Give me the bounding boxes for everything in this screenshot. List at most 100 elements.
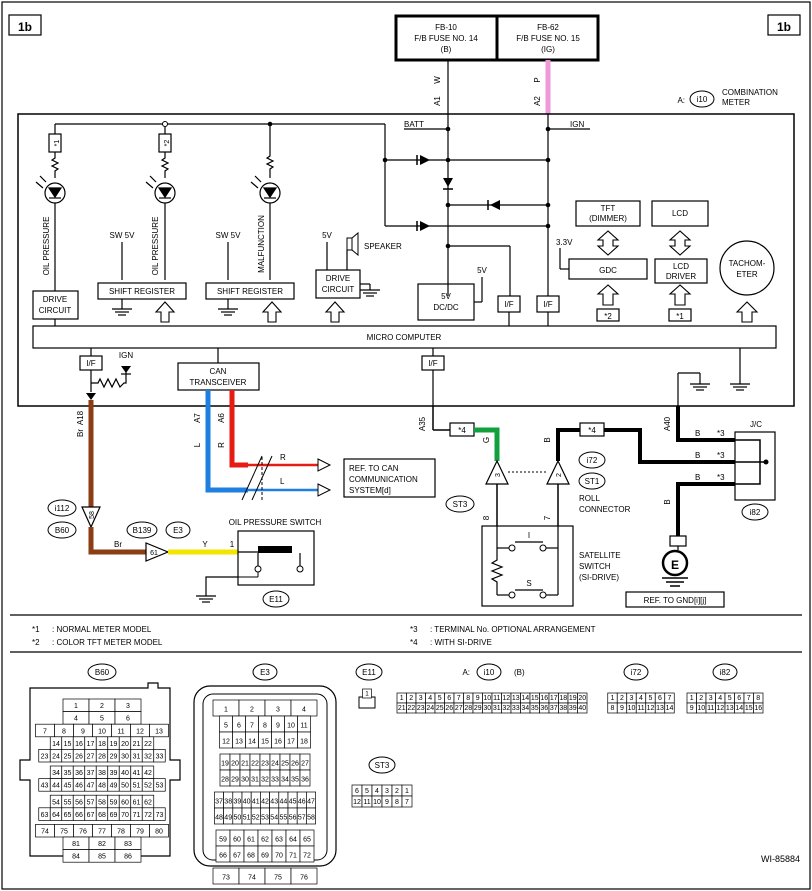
connector-e3-pin: 53 bbox=[261, 815, 269, 822]
connector-b60-pin: 62 bbox=[144, 799, 152, 806]
connector-b60-pin: 77 bbox=[98, 828, 106, 835]
connector-e3-pin: 16 bbox=[274, 739, 282, 746]
connector-i82-pin: 14 bbox=[735, 705, 743, 712]
page-tag-right-text: 1b bbox=[777, 20, 791, 34]
fuse-1-type: (B) bbox=[441, 45, 452, 54]
wire-p-label: P bbox=[533, 77, 542, 82]
connector-e11-cell bbox=[362, 688, 372, 699]
wire-l-label: L bbox=[280, 477, 285, 486]
connector-b60-pin: 41 bbox=[133, 770, 141, 777]
legend-1-mark: *1 bbox=[32, 625, 40, 634]
lcd-driver-up-arrow bbox=[668, 284, 692, 306]
connector-i10-pin: 33 bbox=[512, 705, 520, 712]
dcdc-l1: 5V bbox=[441, 292, 451, 301]
legend-4-mark: *4 bbox=[410, 638, 418, 647]
connector-b60-cell bbox=[149, 824, 169, 838]
connector-b60-pin: 67 bbox=[87, 812, 95, 819]
pin-a40: A40 bbox=[663, 416, 672, 431]
connector-i82-pin: 4 bbox=[718, 695, 722, 702]
connector-i10-pin: 35 bbox=[531, 705, 539, 712]
pin-8: 8 bbox=[482, 515, 491, 520]
connector-e3-pin: 75 bbox=[274, 875, 282, 882]
connector-e3-pin: 2 bbox=[250, 707, 254, 714]
connector-e3-pin: 32 bbox=[261, 777, 269, 784]
pin-1: 1 bbox=[230, 540, 235, 549]
gdc-star: *2 bbox=[604, 312, 612, 321]
lcd-driver-box bbox=[654, 258, 708, 284]
connector-b60-pin: 31 bbox=[133, 753, 141, 760]
connector-b60-pin: 34 bbox=[52, 770, 60, 777]
connector-b60-pin: 66 bbox=[75, 812, 83, 819]
can-l2: TRANSCEIVER bbox=[190, 378, 247, 387]
fuse-2-name: F/B FUSE NO. 15 bbox=[516, 34, 580, 43]
connector-b60-pin: 12 bbox=[136, 728, 144, 735]
connector-b60-pin: 36 bbox=[75, 770, 83, 777]
connector-b60-cell bbox=[153, 778, 166, 792]
connector-b60-pin: 17 bbox=[87, 741, 95, 748]
connector-i72-pin: 10 bbox=[628, 705, 636, 712]
pin-a6: A6 bbox=[217, 413, 226, 423]
connector-e3-pin: 17 bbox=[287, 739, 295, 746]
connector-e3-pin: 19 bbox=[221, 761, 229, 768]
connector-st3-pin: 11 bbox=[363, 799, 370, 806]
pin-2: 2 bbox=[556, 473, 563, 477]
connector-i10-pin: 4 bbox=[428, 695, 432, 702]
connector-i10-pin: 12 bbox=[502, 695, 510, 702]
lamp-2-label: OIL PRESSURE bbox=[151, 217, 160, 276]
connector-b60-cell bbox=[153, 807, 166, 821]
wire-r-label: R bbox=[280, 453, 286, 462]
connector-i10-pin: 23 bbox=[417, 705, 425, 712]
if-box-si-label: I/F bbox=[428, 359, 437, 368]
tft-l2: (DIMMER) bbox=[589, 214, 627, 223]
satellite-l1: SATELLITE bbox=[579, 551, 621, 560]
connector-e3-pin: 59 bbox=[219, 837, 227, 844]
connector-e3-pin: 70 bbox=[275, 853, 283, 860]
legend-4-text: : WITH SI-DRIVE bbox=[430, 638, 492, 647]
connector-st3-pin: 2 bbox=[395, 788, 399, 795]
pin-61: 61 bbox=[150, 550, 158, 557]
connector-b60-pin: 51 bbox=[133, 783, 141, 790]
connector-b60-pin: 52 bbox=[144, 783, 152, 790]
connector-b60-pin: 68 bbox=[98, 812, 106, 819]
connector-i10-pin: 6 bbox=[447, 695, 451, 702]
connector-i72-pin: 3 bbox=[630, 695, 634, 702]
speaker-icon bbox=[346, 237, 353, 251]
connector-b60-pin: 30 bbox=[121, 753, 129, 760]
label-e11: E11 bbox=[269, 595, 283, 604]
connector-e3-pin: 36 bbox=[301, 777, 309, 784]
pin-58: 58 bbox=[89, 511, 96, 519]
connector-b60-pin: 20 bbox=[121, 741, 129, 748]
connector-b60-pin: 71 bbox=[133, 812, 141, 819]
shift-register-1-ground bbox=[112, 299, 132, 316]
legend-2-mark: *2 bbox=[32, 638, 40, 647]
connector-i82-pin: 7 bbox=[747, 695, 751, 702]
connector-e3-pin: 7 bbox=[250, 723, 254, 730]
connector-i10-cell bbox=[577, 702, 588, 714]
connector-e3-pin: 37 bbox=[215, 799, 223, 806]
connector-i82-pin: 9 bbox=[690, 705, 694, 712]
dcdc-out-5v: 5V bbox=[477, 266, 487, 275]
wire-br-label-1: Br bbox=[76, 429, 85, 437]
connector-b60-pin: 1 bbox=[74, 703, 78, 710]
connector-e3-pin: 60 bbox=[233, 837, 241, 844]
meter-name-line1: COMBINATION bbox=[722, 88, 778, 97]
connector-i82-pin: 13 bbox=[726, 705, 734, 712]
connector-i10-pin: 32 bbox=[502, 705, 510, 712]
connector-e3-pin: 14 bbox=[248, 739, 256, 746]
connector-i10-pin: 8 bbox=[466, 695, 470, 702]
connector-i10-pin: 19 bbox=[569, 695, 577, 702]
connector-i82-label: i82 bbox=[720, 668, 731, 677]
satellite-switch-internals bbox=[490, 526, 559, 596]
connector-b60-pin: 60 bbox=[121, 799, 129, 806]
connector-i72-pin: 13 bbox=[656, 705, 664, 712]
lamp-1-label: OIL PRESSURE bbox=[42, 217, 51, 276]
if-oil-ign-label: IGN bbox=[119, 351, 133, 360]
connector-b60-pin: 46 bbox=[75, 783, 83, 790]
micro-computer bbox=[32, 325, 777, 349]
label-e3: E3 bbox=[173, 526, 183, 535]
connector-b60-pin: 72 bbox=[144, 812, 152, 819]
fuse-2-type: (IG) bbox=[541, 45, 555, 54]
connector-i72-pin: 11 bbox=[637, 705, 644, 712]
connector-e3-pin: 68 bbox=[247, 853, 255, 860]
